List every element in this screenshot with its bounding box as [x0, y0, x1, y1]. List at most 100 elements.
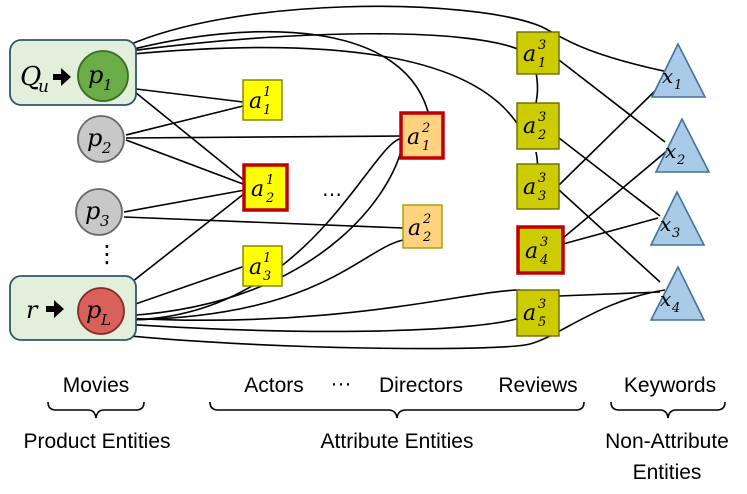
node-a35-sup: 3 — [538, 297, 546, 312]
node-a22-sub: 2 — [422, 230, 431, 245]
attribute-entities: a 1 1 a 1 2 a 1 3 … a 2 1 a 2 2 a 3 1 a … — [242, 31, 565, 337]
query-marker: Q — [20, 62, 41, 92]
node-p3-base: p — [85, 197, 100, 225]
node-a32-sup: 3 — [538, 110, 546, 125]
node-a11-sub: 1 — [263, 103, 271, 118]
attribute-ellipsis: … — [322, 177, 342, 201]
edge-a35-x4 — [558, 291, 661, 297]
node-x3 — [649, 190, 706, 246]
edge-a34-x3 — [562, 217, 659, 245]
edge-a31-a32 — [535, 71, 539, 104]
edge-pL-a22 — [123, 239, 404, 321]
label-movies: Movies — [63, 374, 130, 397]
node-a13 — [242, 245, 283, 287]
edge-p1-x1 — [117, 5, 669, 73]
node-p2 — [77, 115, 125, 163]
node-x1-base: x — [662, 64, 673, 88]
product-entities: Q u p 1 p 2 p 3 ⋮ r p L — [9, 39, 137, 341]
node-p2-base: p — [87, 124, 102, 152]
node-pL-base: p — [86, 296, 101, 324]
node-p1-base: p — [88, 61, 103, 89]
node-a22-sup: 2 — [422, 212, 431, 227]
edge-p3-a22 — [123, 216, 404, 229]
edge-pL-a21b — [123, 137, 404, 321]
node-a22-base: a — [408, 216, 421, 241]
node-x3-base: x — [660, 212, 671, 236]
node-a31-base: a — [523, 42, 536, 67]
node-a11 — [242, 79, 283, 121]
node-x2 — [654, 117, 711, 173]
node-x2-base: x — [665, 139, 676, 163]
node-a34-highlighted — [516, 225, 565, 275]
node-pL-sub: L — [100, 311, 111, 329]
node-a12-sup: 1 — [266, 173, 274, 188]
edge-p1-a31 — [121, 32, 521, 53]
label-attribute-entities: Attribute Entities — [321, 430, 474, 453]
edge-a31-x2 — [558, 59, 666, 143]
edge-p3-a12 — [123, 189, 246, 213]
query-marker-sub: u — [38, 77, 49, 97]
node-p1 — [77, 50, 129, 102]
edge-a34-x2 — [562, 149, 669, 239]
node-pL — [77, 287, 125, 335]
product-ellipsis: ⋮ — [95, 240, 119, 268]
node-x1-sub: 1 — [674, 78, 682, 93]
node-p3 — [75, 188, 123, 236]
node-p1-sub: 1 — [103, 76, 113, 94]
node-a31-sup: 3 — [538, 38, 546, 53]
label-entities: Entities — [633, 461, 702, 484]
node-a35-sub: 5 — [538, 315, 546, 330]
node-a11-sup: 1 — [263, 85, 271, 100]
node-x4 — [649, 265, 706, 321]
column-labels: Movies Actors ··· Directors Reviews Keyw… — [23, 372, 728, 484]
node-a11-base: a — [249, 89, 262, 114]
node-a21-base: a — [407, 125, 420, 150]
label-ellipsis: ··· — [331, 372, 352, 395]
target-marker: r — [26, 296, 39, 324]
node-a21-highlighted — [399, 111, 445, 160]
edge-pL-a35 — [121, 317, 521, 333]
node-a32-base: a — [523, 114, 536, 139]
node-x3-sub: 3 — [672, 226, 680, 241]
edge-p1-a12 — [129, 87, 246, 182]
arrow-icon — [53, 68, 71, 86]
edge-p2-a11 — [125, 105, 244, 136]
edge-a32-x3 — [558, 137, 661, 217]
node-a13-base: a — [249, 255, 262, 280]
node-a35 — [516, 289, 560, 337]
node-a33-sub: 3 — [538, 189, 546, 204]
edge-pL-a13 — [123, 265, 246, 309]
node-a21-sub: 1 — [422, 139, 430, 154]
node-x4-base: x — [660, 287, 671, 311]
edge-pL-x4 — [109, 289, 666, 350]
node-x1 — [650, 42, 707, 98]
label-keywords: Keywords — [624, 374, 716, 397]
label-product-entities: Product Entities — [23, 430, 170, 453]
node-a34-sup: 3 — [540, 235, 548, 250]
node-a12-highlighted — [242, 163, 289, 212]
label-directors: Directors — [379, 374, 463, 397]
node-a21-sup: 2 — [421, 121, 430, 136]
edge-p2-a12 — [125, 139, 244, 185]
edge-pL-a34 — [123, 289, 521, 322]
label-actors: Actors — [244, 374, 304, 397]
node-a22 — [402, 204, 443, 249]
keyword-entities: x 1 x 2 x 3 x 4 — [649, 42, 711, 321]
node-a31-sub: 1 — [538, 56, 546, 71]
node-a13-sup: 1 — [263, 251, 271, 266]
node-a13-sub: 3 — [263, 269, 271, 284]
edge-a33-x4 — [558, 189, 661, 283]
node-a31 — [516, 31, 560, 75]
brace-attribute — [209, 401, 585, 419]
edge-pL-a21 — [121, 139, 404, 317]
arrow-icon — [46, 300, 64, 318]
node-a33-base: a — [523, 175, 536, 200]
node-a34-sub: 4 — [539, 253, 548, 268]
edges — [109, 5, 669, 350]
label-non-attribute: Non-Attribute — [605, 430, 729, 453]
edge-a33-x1 — [558, 85, 661, 186]
edge-p2-a21 — [125, 135, 402, 139]
brace-product — [47, 401, 145, 419]
